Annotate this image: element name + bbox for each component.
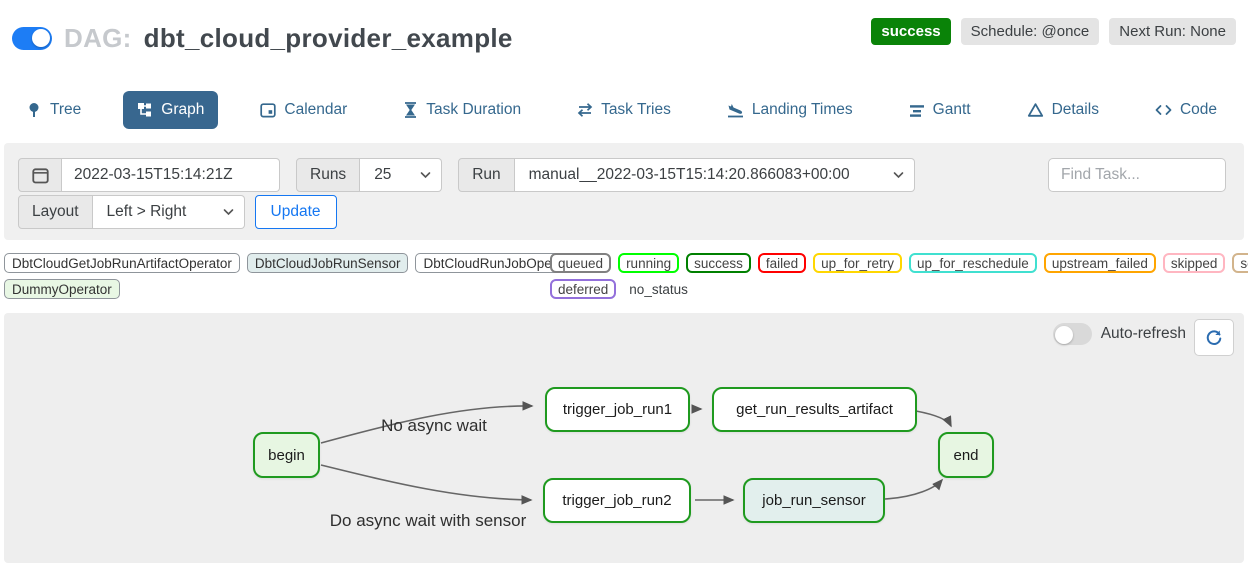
tab-label: Tree xyxy=(50,101,82,118)
num-runs-value: 25 xyxy=(374,166,392,183)
task-node-get-run-results-artifact[interactable]: get_run_results_artifact xyxy=(712,387,917,432)
graph-icon xyxy=(138,103,152,117)
state-badge[interactable]: upstream_failed xyxy=(1043,253,1156,273)
state-badge[interactable]: up_for_reschedule xyxy=(908,253,1037,273)
run-label: Run xyxy=(458,158,515,192)
datepicker-button[interactable] xyxy=(18,158,62,192)
chevron-down-icon xyxy=(893,172,903,179)
num-runs-group: Runs 25 xyxy=(296,158,443,192)
tab-label: Calendar xyxy=(284,101,348,118)
base-date-group xyxy=(18,158,280,192)
next-run-badge: Next Run: None xyxy=(1109,18,1236,45)
operator-legend: DbtCloudGetJobRunArtifactOperator DbtClo… xyxy=(4,253,588,299)
chevron-down-icon xyxy=(223,209,233,216)
dag-id-title: dbt_cloud_provider_example xyxy=(143,22,513,53)
task-node-end[interactable]: end xyxy=(938,432,994,478)
base-date-input[interactable] xyxy=(62,158,280,192)
edge-label-no-async-wait: No async wait xyxy=(381,416,487,435)
dag-edges xyxy=(320,401,952,505)
state-badge[interactable]: failed xyxy=(757,253,807,273)
tab-task-tries[interactable]: Task Tries xyxy=(563,91,685,129)
state-badge[interactable]: up_for_retry xyxy=(813,253,902,273)
state-badge[interactable]: scheduled xyxy=(1232,253,1248,273)
tab-label: Details xyxy=(1051,101,1099,118)
calendar-icon xyxy=(31,167,49,183)
tab-graph[interactable]: Graph xyxy=(123,91,219,129)
state-badge[interactable]: queued xyxy=(550,253,612,273)
tab-calendar[interactable]: Calendar xyxy=(246,91,361,129)
auto-refresh-label: Auto-refresh xyxy=(1100,325,1186,342)
dag-status-badge: success xyxy=(871,18,951,45)
task-node-trigger-job-run2[interactable]: trigger_job_run2 xyxy=(543,478,691,523)
operator-badge: DbtCloudJobRunSensor xyxy=(246,253,409,273)
view-tabbar: Tree Graph Calendar Task Duration Task T… xyxy=(12,88,1236,132)
state-badge[interactable]: success xyxy=(686,253,751,273)
edge-artifact-end xyxy=(915,410,952,428)
dag-label: DAG: xyxy=(64,22,132,53)
toggle-knob xyxy=(31,29,50,47)
auto-refresh-toggle[interactable] xyxy=(1052,323,1092,345)
calendar-icon xyxy=(260,103,277,118)
dag-pause-toggle[interactable] xyxy=(12,26,52,50)
state-badge[interactable]: running xyxy=(618,253,680,273)
hourglass-icon xyxy=(405,102,417,118)
layout-select[interactable]: Left > Right xyxy=(92,195,245,229)
tab-details[interactable]: Details xyxy=(1013,91,1113,129)
tab-task-duration[interactable]: Task Duration xyxy=(389,91,535,129)
tab-code[interactable]: Code xyxy=(1141,91,1231,129)
auto-refresh-control: Auto-refresh xyxy=(1052,323,1186,345)
plane-landing-icon xyxy=(727,104,743,118)
task-node-trigger-job-run1[interactable]: trigger_job_run1 xyxy=(545,387,690,432)
task-node-begin[interactable]: begin xyxy=(253,432,320,478)
tree-icon xyxy=(29,103,39,117)
state-legend: queued running success failed up_for_ret… xyxy=(550,253,1248,299)
task-node-job-run-sensor[interactable]: job_run_sensor xyxy=(743,478,885,523)
edge-begin-run2 xyxy=(320,464,533,505)
tab-gantt[interactable]: Gantt xyxy=(895,91,985,129)
tab-label: Task Duration xyxy=(426,101,522,118)
tab-tree[interactable]: Tree xyxy=(12,91,95,129)
gantt-icon xyxy=(909,105,924,117)
find-task-input[interactable] xyxy=(1048,158,1226,192)
tab-label: Gantt xyxy=(932,101,971,118)
run-group: Run manual__2022-03-15T15:14:20.866083+0… xyxy=(458,158,915,192)
tab-label: Graph xyxy=(161,101,205,118)
layout-group: Layout Left > Right xyxy=(18,195,245,229)
state-badge[interactable]: no_status xyxy=(623,279,694,299)
num-runs-select[interactable]: 25 xyxy=(360,158,443,192)
layout-value: Left > Right xyxy=(106,203,187,220)
update-button[interactable]: Update xyxy=(254,195,337,229)
state-badge[interactable]: deferred xyxy=(550,279,617,299)
operator-badge: DummyOperator xyxy=(4,279,120,299)
edge-sensor-end xyxy=(884,478,944,500)
refresh-icon xyxy=(1206,329,1222,345)
dag-graph-canvas[interactable]: begin trigger_job_run1 get_run_results_a… xyxy=(4,313,1244,563)
tab-label: Landing Times xyxy=(751,101,853,118)
chevron-down-icon xyxy=(420,172,431,179)
dag-header: DAG: dbt_cloud_provider_example success … xyxy=(12,14,1236,62)
tab-label: Code xyxy=(1179,101,1218,118)
edge-label-do-async-wait: Do async wait with sensor xyxy=(329,511,527,530)
operator-badge: DbtCloudGetJobRunArtifactOperator xyxy=(4,253,240,273)
code-icon xyxy=(1155,105,1172,115)
runs-label: Runs xyxy=(296,158,361,192)
toggle-knob xyxy=(1055,325,1074,344)
graph-filter-panel: Runs 25 Run manual__2022-03-15T15:14:20.… xyxy=(4,143,1244,240)
run-value: manual__2022-03-15T15:14:20.866083+00:00 xyxy=(528,166,850,183)
tab-landing-times[interactable]: Landing Times xyxy=(713,91,867,129)
operator-badge: DbtCloudRunJobOperator xyxy=(415,253,588,273)
repeat-icon xyxy=(577,103,593,117)
state-badge[interactable]: skipped xyxy=(1162,253,1226,273)
details-icon xyxy=(1027,103,1043,117)
tab-label: Task Tries xyxy=(601,101,671,118)
schedule-badge: Schedule: @once xyxy=(960,18,1100,45)
layout-label: Layout xyxy=(18,195,93,229)
edge-begin-run1 xyxy=(320,401,534,444)
refresh-button[interactable] xyxy=(1194,319,1234,356)
run-select[interactable]: manual__2022-03-15T15:14:20.866083+00:00 xyxy=(514,158,915,192)
